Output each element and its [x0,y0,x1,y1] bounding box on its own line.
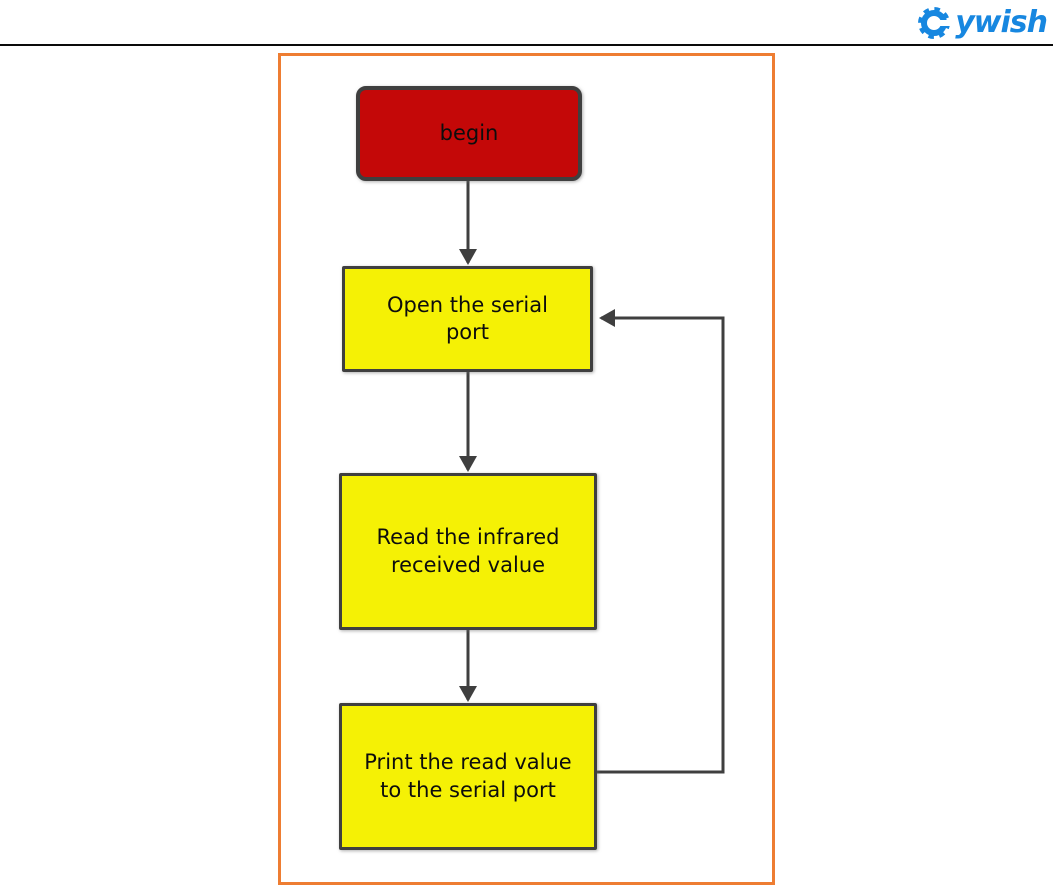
flow-node-open-serial-port: Open the serial port [342,266,593,372]
flow-node-read-infrared-value-label: Read the infrared received value [376,525,560,577]
header-divider [0,44,1053,46]
gear-icon [918,7,955,39]
flow-node-begin-label: begin [439,120,499,145]
flow-node-print-read-value: Print the read value to the serial port [339,703,597,850]
flow-node-read-infrared-value: Read the infrared received value [339,473,597,630]
flow-node-open-serial-port-label: Open the serial port [387,292,548,344]
flowchart-frame: begin Open the serial port Read the infr… [278,53,775,885]
brand-logo: ywish [916,2,1048,44]
flow-node-begin: begin [356,86,582,181]
flow-connectors [459,181,725,774]
flow-node-print-read-value-label: Print the read value to the serial port [364,750,572,802]
edge-print-loop-back-to-open [597,309,725,774]
brand-logo-text: ywish [955,5,1048,40]
